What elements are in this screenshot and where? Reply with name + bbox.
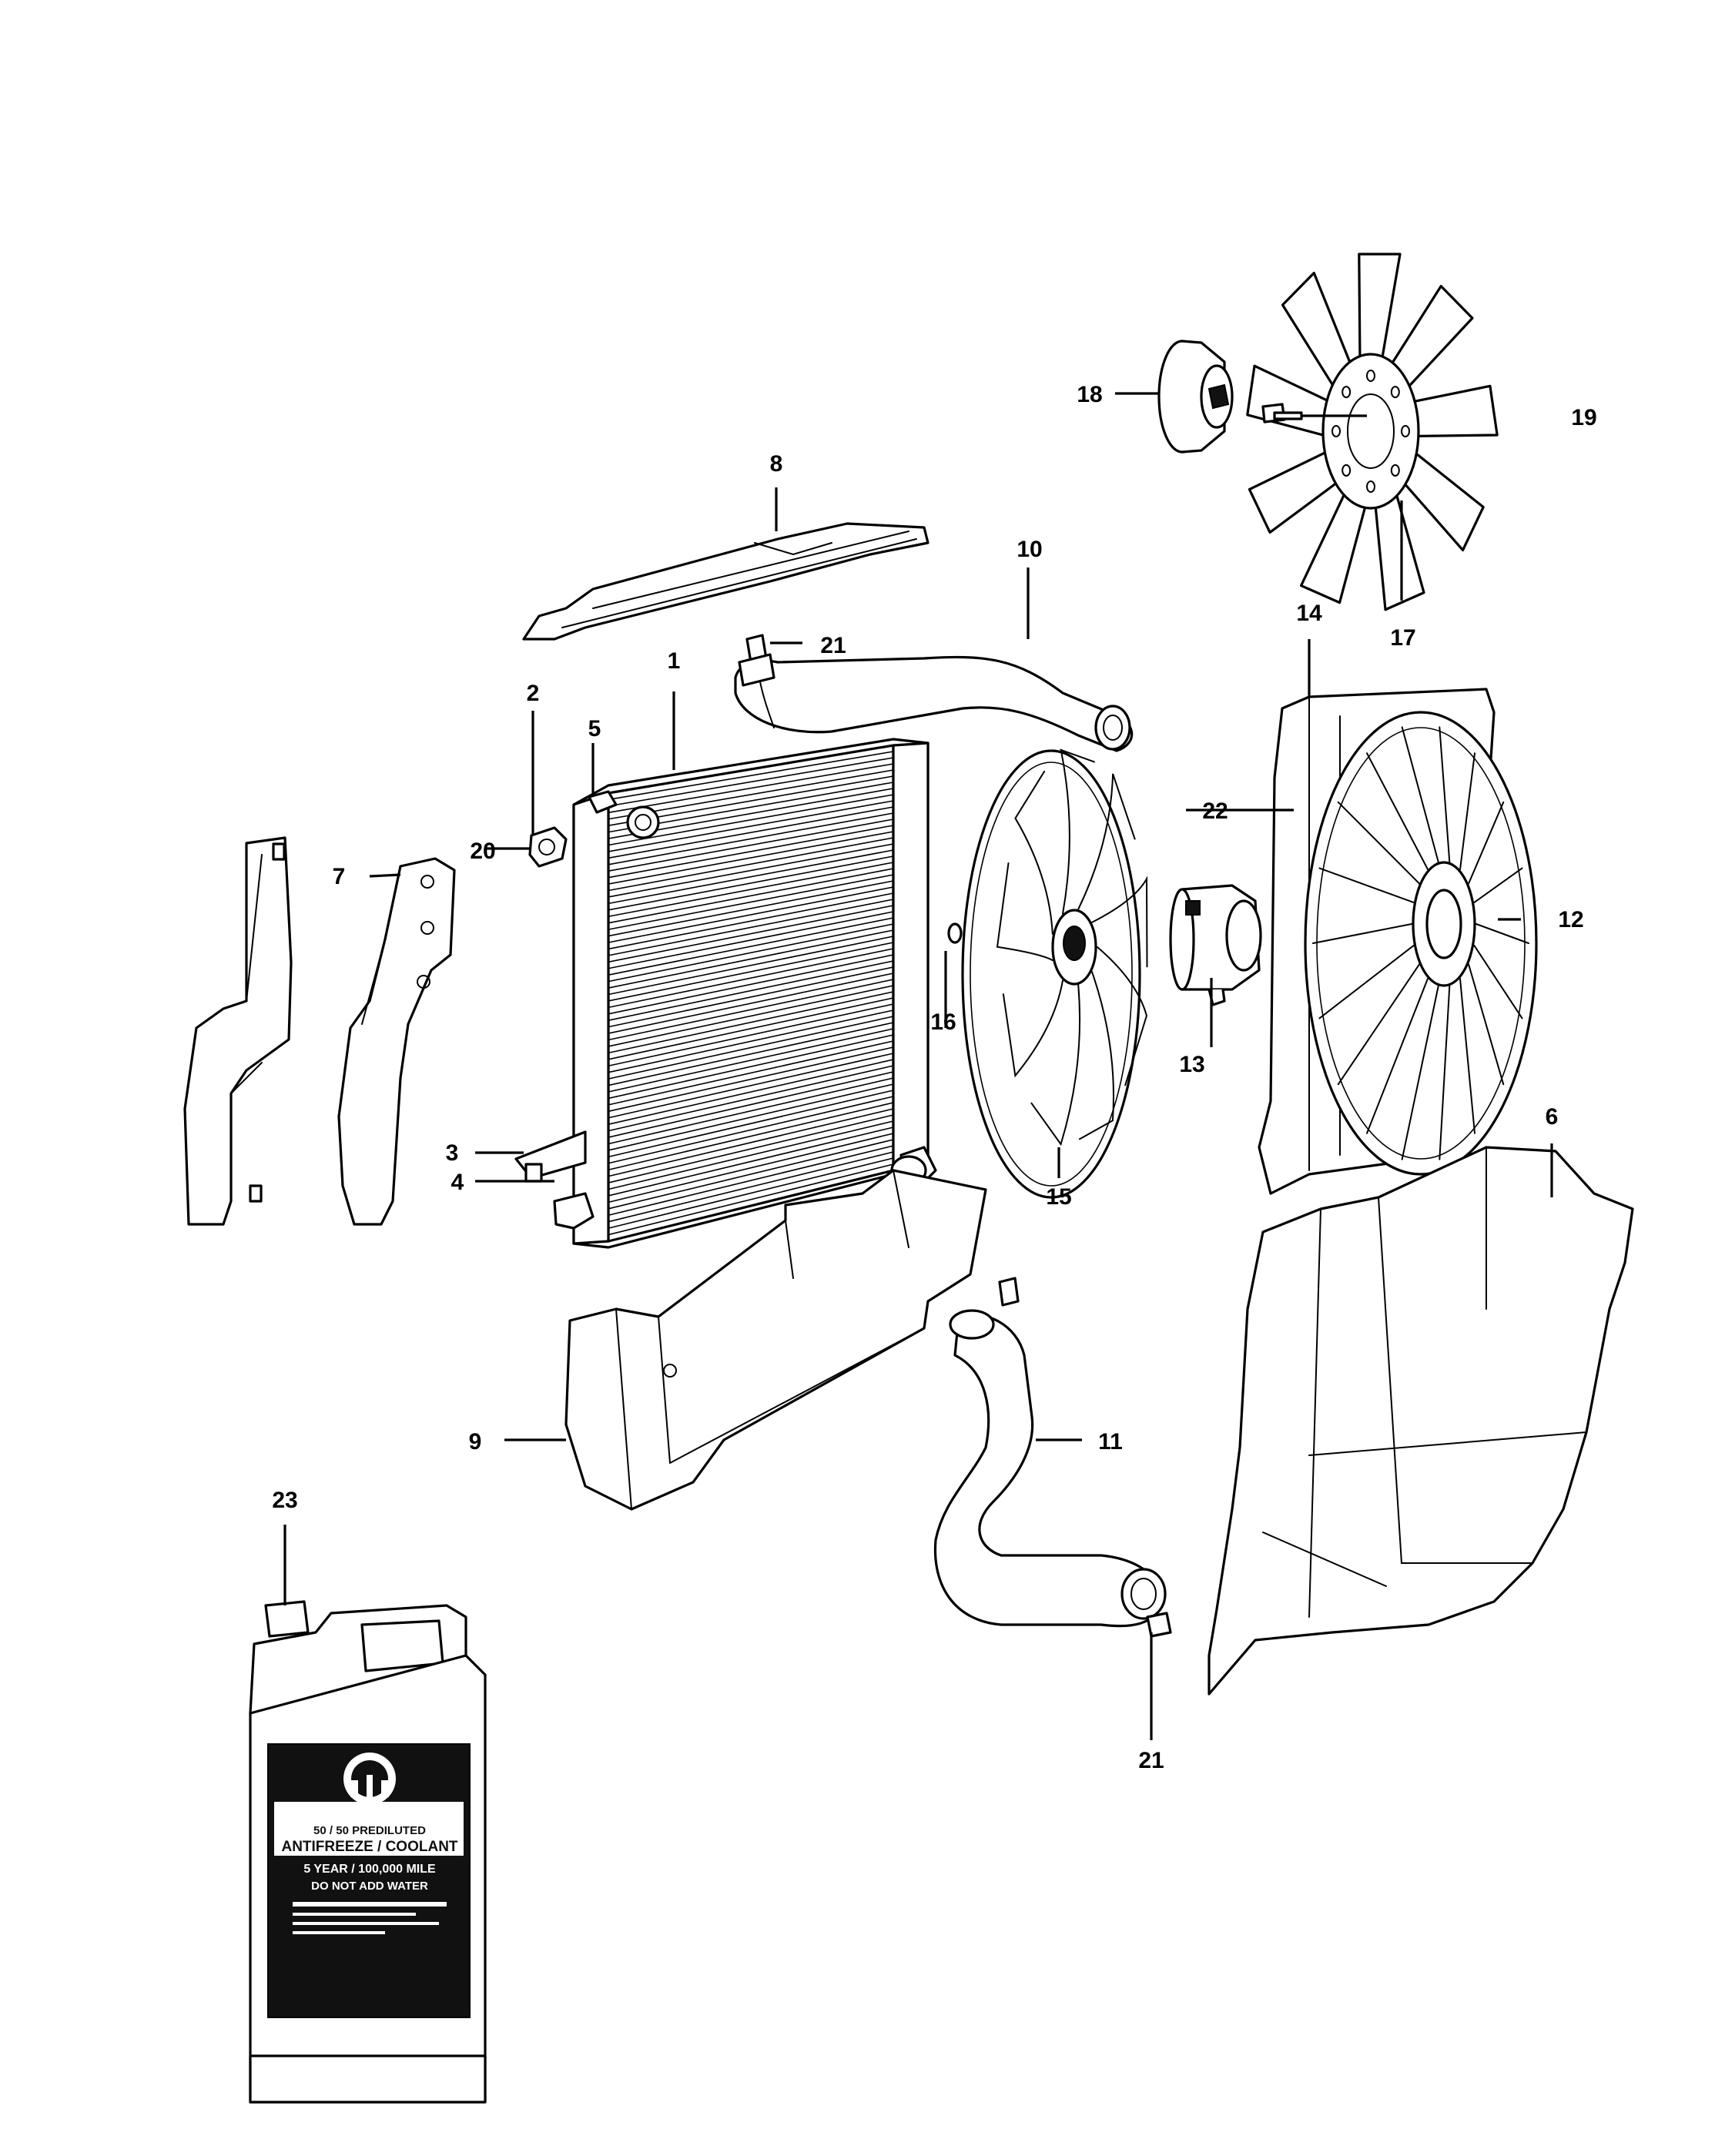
- fan-shroud: [1258, 688, 1538, 1195]
- callout-21-upper: 21: [820, 633, 846, 658]
- callout-1: 1: [668, 648, 681, 674]
- drain-cock: [514, 1130, 587, 1183]
- fan-bolt: [1261, 403, 1303, 424]
- radiator-side-seal-left: [183, 836, 293, 1226]
- callout-10: 10: [1017, 537, 1042, 562]
- mechanical-fan: [1246, 253, 1499, 611]
- radiator-cap: [588, 790, 618, 814]
- lower-radiator-hose: [933, 1309, 1167, 1628]
- hose-clamp-lower: [998, 1277, 1172, 1638]
- callout-13: 13: [1179, 1052, 1204, 1077]
- jug-line1: 50 / 50 PREDILUTED: [313, 1824, 426, 1837]
- fan-nut: [947, 922, 963, 944]
- callout-8: 8: [770, 451, 783, 477]
- fan-clutch: [1157, 340, 1234, 454]
- lower-fan-shroud: [1208, 1146, 1634, 1696]
- callout-20: 20: [470, 839, 495, 864]
- callout-12: 12: [1558, 907, 1583, 932]
- callout-18: 18: [1077, 382, 1102, 407]
- callout-19: 19: [1571, 405, 1596, 430]
- callout-17: 17: [1390, 625, 1415, 651]
- callout-21-lower: 21: [1138, 1748, 1164, 1773]
- hose-clamp-upper: [738, 634, 775, 687]
- fan-motor: [1169, 884, 1262, 1006]
- upper-radiator-hose: [734, 655, 1134, 752]
- callout-6: 6: [1546, 1104, 1559, 1130]
- callout-16: 16: [930, 1009, 956, 1035]
- callout-5: 5: [588, 716, 601, 742]
- callouts: 1 2 3 4 5 6 7 8 9 10 11 12 13 14 15 16 1…: [272, 382, 1596, 1773]
- jug-brand: MOPAR: [350, 1809, 389, 1821]
- electric-fan-blade: [961, 748, 1148, 1199]
- transmission-cooler-fitting: [553, 1192, 595, 1230]
- callout-14: 14: [1296, 601, 1322, 626]
- callout-15: 15: [1046, 1184, 1071, 1210]
- callout-22: 22: [1202, 798, 1228, 824]
- callout-4: 4: [451, 1170, 464, 1195]
- callout-7: 7: [333, 864, 346, 889]
- callout-3: 3: [446, 1140, 459, 1166]
- callout-23: 23: [272, 1488, 297, 1513]
- jug-line4: DO NOT ADD WATER: [311, 1880, 428, 1893]
- radiator: [572, 738, 937, 1249]
- radiator-filler-neck: [528, 826, 568, 868]
- callout-9: 9: [469, 1429, 482, 1455]
- leader-lines: [283, 392, 1553, 1740]
- coolant-jug: MOPAR 50 / 50 PREDILUTED ANTIFREEZE / CO…: [249, 1600, 487, 2104]
- upper-radiator-seal: [522, 522, 929, 641]
- callout-11: 11: [1098, 1429, 1123, 1455]
- jug-line3: 5 YEAR / 100,000 MILE: [303, 1863, 436, 1876]
- callout-2: 2: [527, 681, 540, 706]
- jug-line2: ANTIFREEZE / COOLANT: [281, 1839, 457, 1855]
- radiator-side-seal-right: [337, 857, 456, 1226]
- lower-air-deflector: [564, 1169, 987, 1511]
